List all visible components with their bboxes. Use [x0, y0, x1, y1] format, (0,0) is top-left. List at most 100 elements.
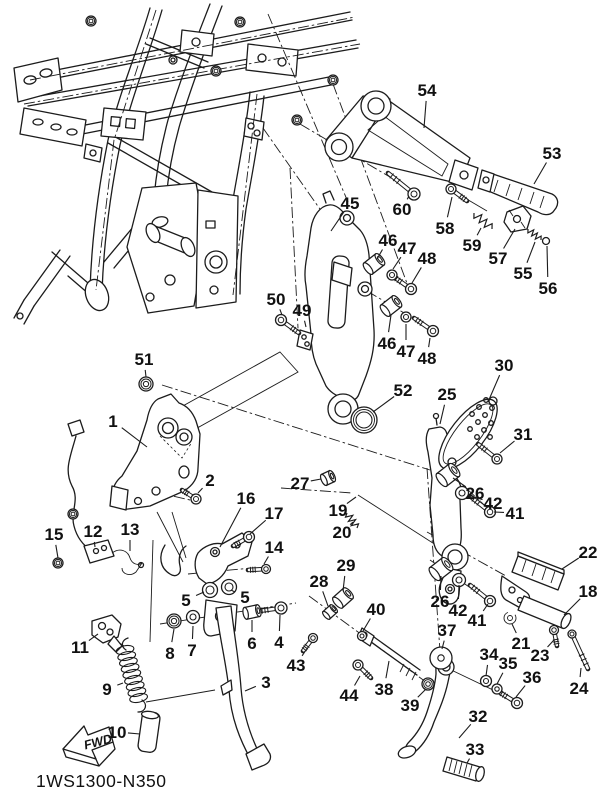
callout-35: 35	[499, 654, 518, 673]
bolt-14	[245, 563, 272, 575]
callout-25: 25	[438, 385, 457, 404]
callout-42: 42	[484, 494, 503, 513]
callout-16: 16	[237, 489, 256, 508]
callout-leader-2	[197, 487, 203, 494]
callout-leader-28	[322, 591, 329, 607]
callout-leader-19	[346, 496, 357, 505]
switch-connector	[67, 419, 85, 437]
stand-leg-3	[215, 605, 261, 761]
callout-46: 46	[378, 334, 397, 353]
callout-leader-23	[547, 639, 555, 648]
bolt-24	[567, 629, 591, 672]
collar-29	[332, 587, 354, 609]
callout-5: 5	[240, 588, 249, 607]
callout-55: 55	[514, 264, 533, 283]
callout-leader-33	[466, 758, 471, 764]
callout-leader-38	[385, 660, 390, 679]
callout-17: 17	[265, 504, 284, 523]
nut-frame-b	[234, 16, 246, 28]
callout-leader-46	[388, 314, 392, 333]
callout-30: 30	[495, 356, 514, 375]
callout-leader-15	[55, 544, 59, 559]
washer-47l	[400, 311, 412, 323]
callout-29: 29	[337, 556, 356, 575]
callout-leader-46	[376, 249, 383, 260]
callout-56: 56	[539, 279, 558, 298]
washer-56	[541, 236, 551, 246]
callout-10: 10	[108, 723, 127, 742]
callout-leader-42	[457, 584, 460, 600]
callout-59: 59	[463, 236, 482, 255]
bolt-48u	[391, 274, 418, 296]
callout-leader-16	[219, 507, 242, 548]
bolt-36	[496, 689, 524, 710]
nut-51	[138, 376, 154, 392]
spring-59	[473, 212, 493, 230]
callout-7: 7	[187, 641, 196, 660]
callout-leader-21	[511, 623, 517, 634]
washer-42u	[454, 485, 470, 501]
nut-frame-e	[291, 114, 303, 126]
nut-frame-d	[327, 74, 339, 86]
callout-leader-25	[439, 404, 446, 425]
callout-leader-1	[121, 427, 148, 448]
nut-mount	[67, 508, 79, 520]
callout-leader-27	[310, 478, 322, 482]
callout-leader-45	[330, 211, 345, 232]
bolt-50	[274, 313, 302, 336]
callout-leader-48	[411, 267, 422, 284]
collar-27	[319, 469, 337, 487]
collar-26l	[428, 556, 454, 582]
callout-leader-37	[441, 640, 445, 650]
callout-leader-7	[191, 625, 194, 640]
callout-leader-31	[499, 440, 515, 454]
washer-34	[479, 674, 493, 688]
callout-31: 31	[514, 425, 533, 444]
callout-leader-35	[496, 672, 504, 685]
callout-1: 1	[108, 412, 117, 431]
washer-37	[429, 646, 453, 670]
callout-52: 52	[394, 381, 413, 400]
spring-9-top-hook	[121, 637, 129, 651]
callout-34: 34	[480, 645, 499, 664]
callout-leader-26	[439, 575, 442, 591]
callout-58: 58	[436, 219, 455, 238]
callout-60: 60	[393, 200, 412, 219]
callout-27: 27	[291, 474, 310, 493]
callout-leader-14	[263, 556, 269, 565]
fastener-parts	[52, 15, 591, 710]
bracket-54-upper-eye	[360, 90, 392, 122]
callout-leader-34	[485, 664, 489, 677]
callout-41: 41	[468, 611, 487, 630]
callout-leader-30	[487, 374, 501, 403]
hook-detail	[160, 544, 187, 577]
callout-18: 18	[579, 582, 598, 601]
callout-51: 51	[135, 350, 154, 369]
callout-leader-59	[476, 227, 482, 236]
nut-8	[166, 613, 182, 629]
callout-leader-20	[349, 521, 354, 526]
callout-47: 47	[397, 342, 416, 361]
spring-55	[527, 228, 542, 241]
callout-leader-39	[417, 688, 427, 698]
bolt-2	[179, 487, 202, 505]
callout-5: 5	[181, 591, 190, 610]
callout-leader-3	[244, 685, 257, 692]
callout-15: 15	[45, 525, 64, 544]
washer-47u	[386, 269, 398, 281]
washer-40	[356, 630, 368, 642]
callout-6: 6	[247, 634, 256, 653]
callout-53: 53	[543, 144, 562, 163]
spring-wire-13	[111, 549, 143, 575]
callout-leader-24	[579, 667, 582, 678]
bolt-58	[445, 183, 470, 204]
callout-54: 54	[418, 81, 437, 100]
callout-14: 14	[265, 538, 284, 557]
callout-22: 22	[579, 543, 598, 562]
callout-leader-54	[423, 100, 427, 129]
callout-48: 48	[418, 349, 437, 368]
collar-26u	[435, 462, 461, 488]
